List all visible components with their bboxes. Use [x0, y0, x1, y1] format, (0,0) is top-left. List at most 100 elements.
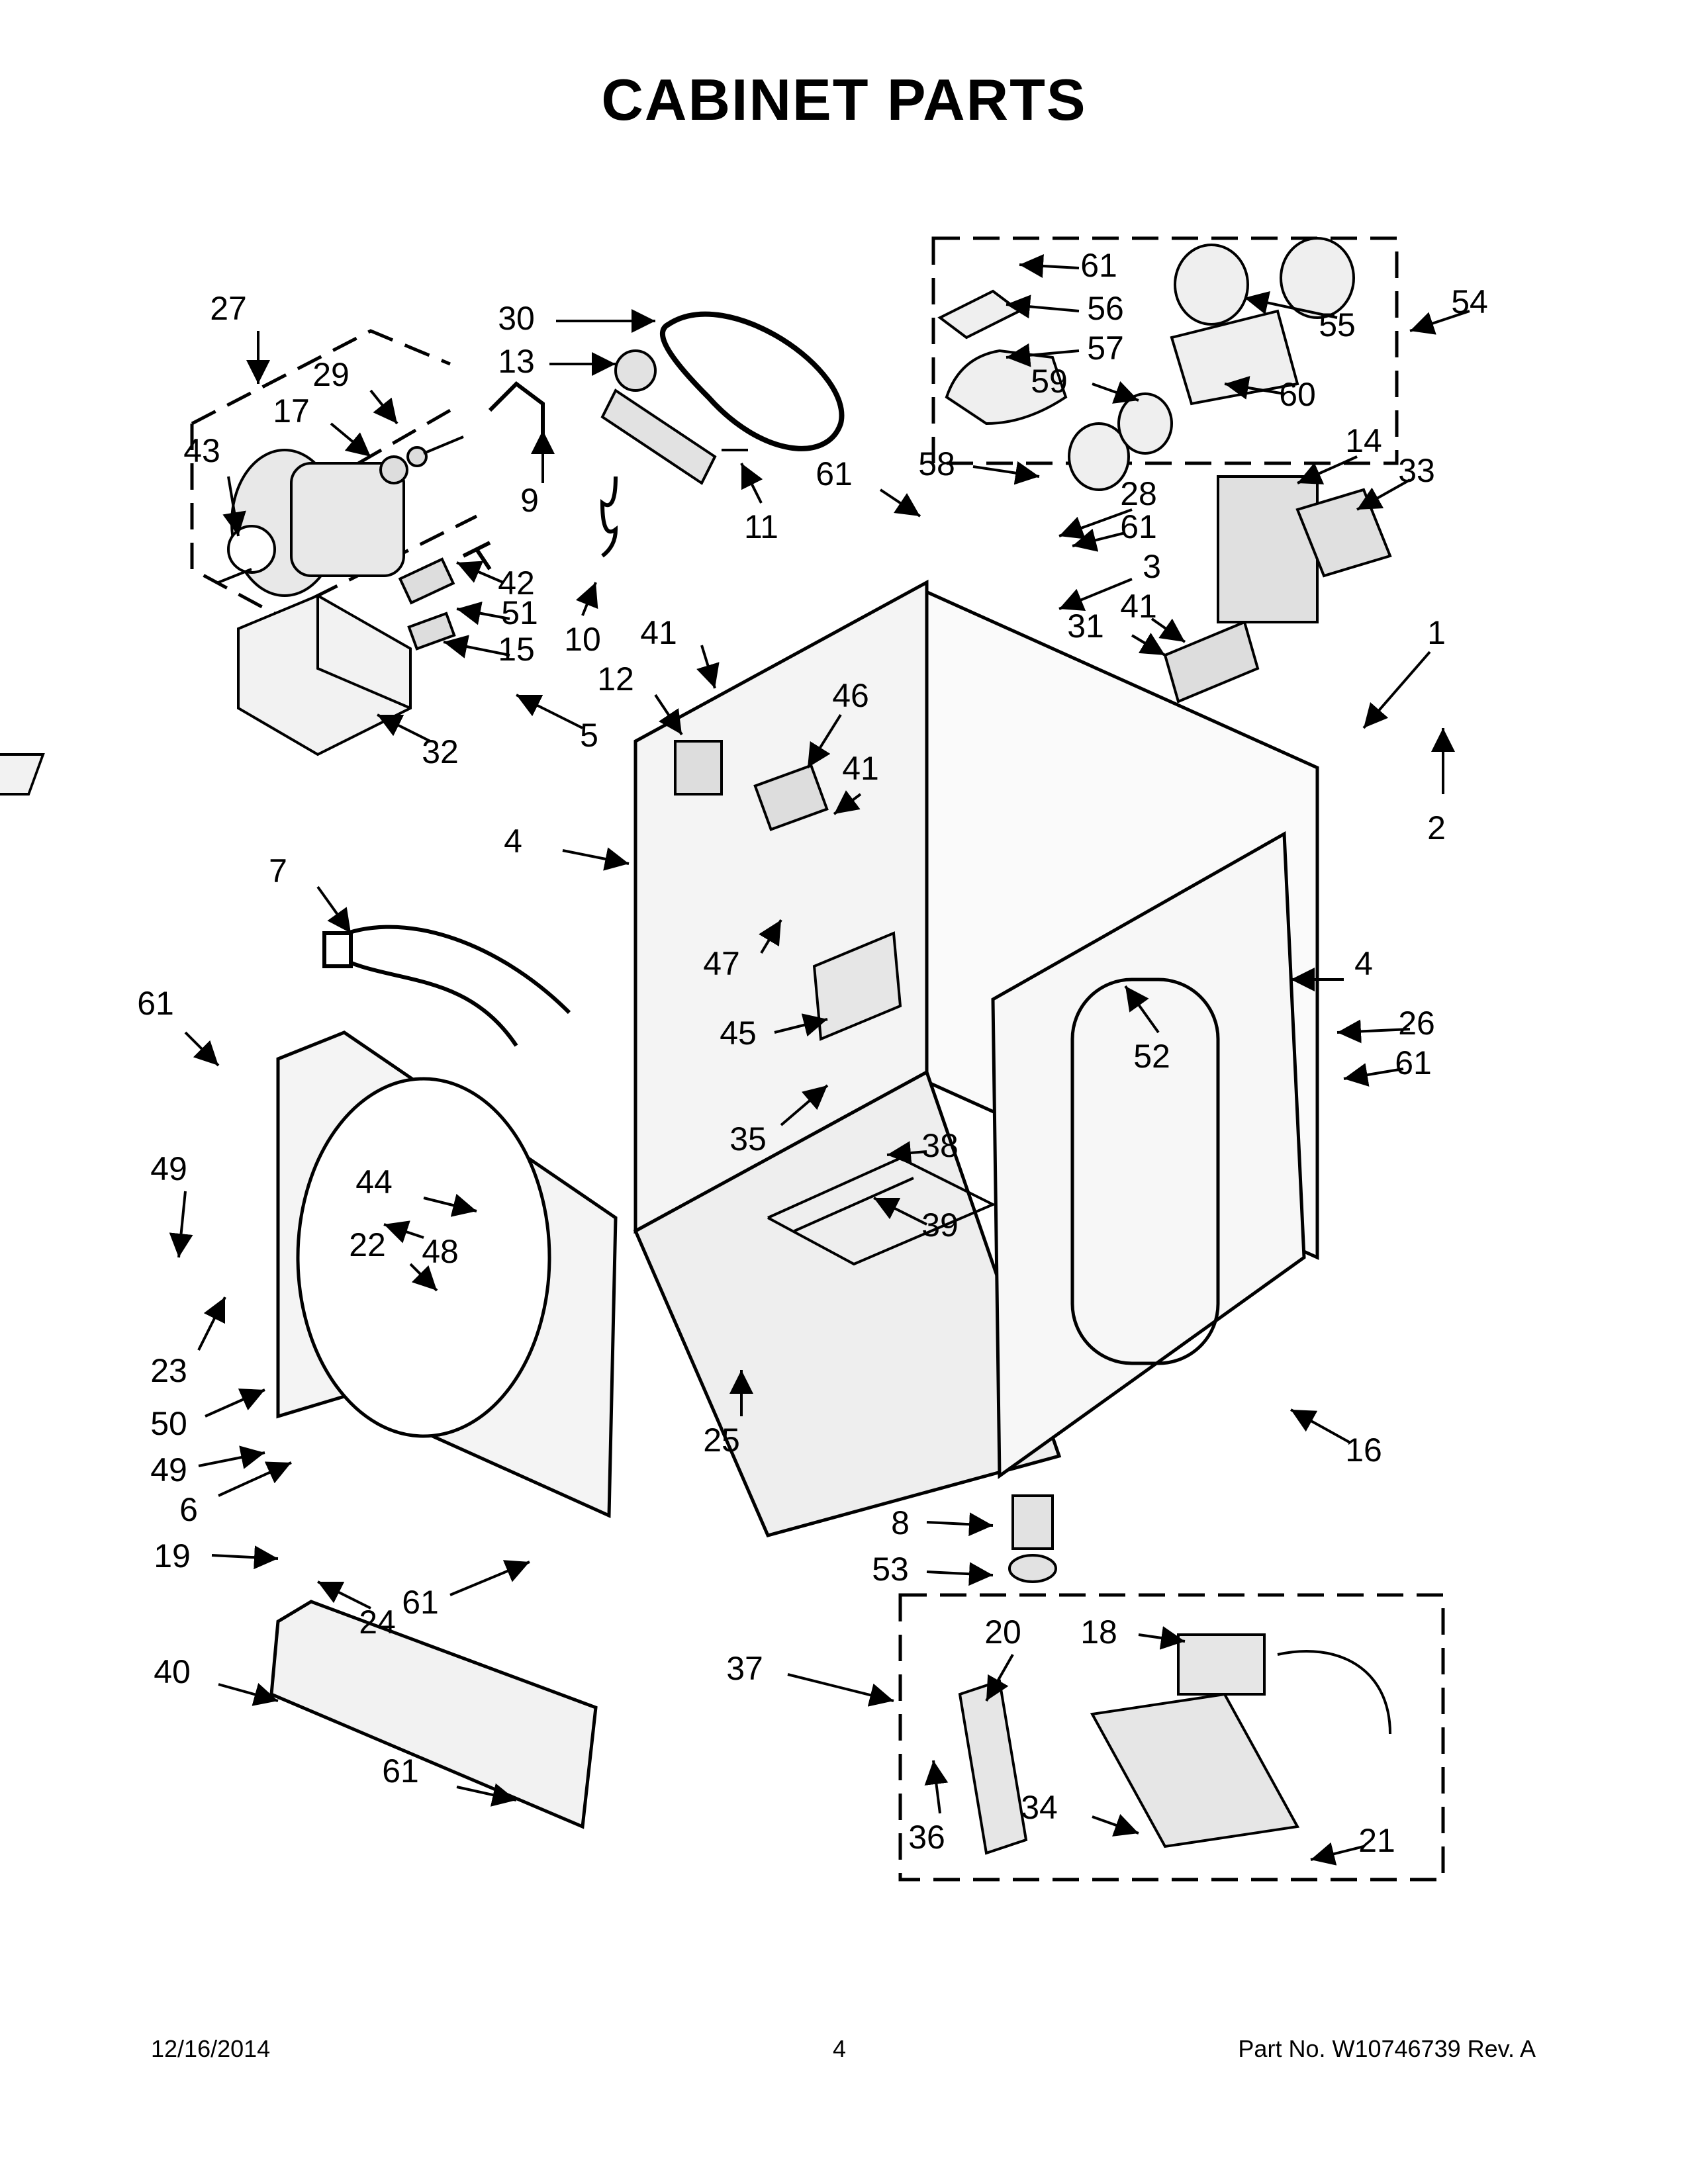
callout-arrow-52 — [1124, 985, 1160, 1034]
duct-group-box — [931, 236, 1399, 465]
callout-arrow-5 — [516, 694, 583, 729]
callout-arrow-14 — [1297, 455, 1358, 484]
callout-label-34: 34 — [1021, 1789, 1058, 1826]
callout-label-45: 45 — [720, 1015, 757, 1052]
callout-arrow-41 — [1150, 617, 1186, 643]
callout-arrow-61 — [456, 1783, 517, 1807]
callout-label-6: 6 — [179, 1491, 198, 1528]
callout-arrow-55 — [1244, 291, 1338, 319]
callout-label-51: 51 — [501, 594, 538, 631]
callout-arrow-44 — [423, 1193, 477, 1217]
callout-label-3: 3 — [1143, 548, 1161, 585]
callout-arrow-1 — [1362, 651, 1431, 729]
control-module-icon — [958, 1633, 1391, 1855]
callout-label-54: 54 — [1451, 283, 1488, 320]
callout-label-48: 48 — [422, 1233, 459, 1270]
callout-arrow-39 — [873, 1197, 927, 1226]
callout-label-41: 41 — [842, 750, 879, 787]
callout-arrow-10 — [575, 582, 598, 616]
callout-label-20: 20 — [984, 1614, 1021, 1651]
callout-arrow-35 — [780, 1084, 829, 1126]
callout-arrow-29 — [369, 389, 399, 425]
callout-label-4: 4 — [504, 823, 522, 860]
callout-label-22: 22 — [349, 1226, 386, 1263]
callout-arrow-41 — [696, 645, 720, 689]
front-panel — [276, 1030, 618, 1518]
callout-label-43: 43 — [183, 432, 220, 469]
callout-arrow-12 — [654, 694, 683, 736]
callout-label-61: 61 — [1120, 508, 1157, 545]
callout-arrow-49 — [169, 1191, 193, 1258]
callout-label-58: 58 — [918, 445, 955, 482]
callout-arrow-33 — [1356, 478, 1411, 511]
callout-arrow-49 — [198, 1445, 265, 1469]
callout-label-29: 29 — [312, 356, 350, 393]
callout-layer: 1234456789101112131415161718192021222324… — [137, 247, 1488, 1866]
idler-pulley-icon — [600, 349, 748, 485]
footer-date: 12/16/2014 — [151, 2035, 271, 2062]
cabinet-right-side — [991, 831, 1306, 1479]
callout-label-23: 23 — [150, 1352, 187, 1389]
wire-harness-icon — [322, 925, 571, 1047]
callout-arrow-23 — [197, 1297, 226, 1351]
callout-label-52: 52 — [1133, 1038, 1170, 1075]
callout-label-27: 27 — [210, 290, 247, 327]
callout-label-55: 55 — [1319, 306, 1356, 343]
callout-arrow-50 — [205, 1388, 265, 1418]
callout-arrow-61 — [1343, 1063, 1404, 1087]
callout-arrow-38 — [886, 1141, 927, 1165]
leveling-leg-icon — [1008, 1494, 1057, 1583]
callout-label-33: 33 — [1398, 452, 1435, 489]
callout-label-38: 38 — [921, 1127, 959, 1164]
callout-label-47: 47 — [703, 945, 740, 982]
callout-arrow-42 — [456, 561, 504, 584]
callout-label-32: 32 — [422, 733, 459, 770]
callout-arrow-41 — [833, 790, 862, 815]
callout-label-2: 2 — [1427, 809, 1446, 846]
callout-label-14: 14 — [1345, 422, 1382, 459]
callout-arrow-20 — [985, 1654, 1014, 1702]
callout-label-7: 7 — [269, 852, 287, 889]
callout-arrow-40 — [218, 1683, 279, 1706]
callout-label-57: 57 — [1087, 330, 1124, 367]
callout-label-10: 10 — [564, 621, 601, 658]
spring-icon — [600, 476, 618, 558]
page-title: CABINET PARTS — [601, 67, 1087, 132]
callout-arrow-43 — [222, 476, 246, 537]
callout-label-60: 60 — [1279, 376, 1316, 413]
callout-arrow-26 — [1336, 1019, 1411, 1044]
cabinet-base — [633, 1069, 1062, 1537]
callout-label-16: 16 — [1345, 1432, 1382, 1469]
callout-arrow-53 — [926, 1562, 994, 1586]
callout-label-13: 13 — [498, 343, 535, 380]
callout-label-42: 42 — [498, 565, 535, 602]
callout-arrow-19 — [211, 1545, 279, 1570]
callout-label-36: 36 — [908, 1819, 945, 1856]
callout-arrow-58 — [972, 461, 1040, 485]
callout-arrow-46 — [806, 713, 842, 769]
callout-label-30: 30 — [498, 300, 535, 337]
motor-icon — [218, 449, 405, 597]
callout-label-56: 56 — [1087, 290, 1124, 327]
callout-label-39: 39 — [921, 1206, 959, 1244]
callout-arrow-7 — [316, 886, 352, 934]
callout-label-49: 49 — [150, 1150, 187, 1187]
callout-label-35: 35 — [729, 1120, 767, 1158]
callout-label-46: 46 — [832, 677, 869, 714]
callout-arrow-36 — [924, 1760, 949, 1814]
callout-label-15: 15 — [498, 631, 535, 668]
thermostat-bracket-icon — [1217, 475, 1392, 623]
callout-label-61: 61 — [1080, 247, 1117, 284]
bracket-clip-icon — [488, 381, 545, 437]
callout-label-41: 41 — [640, 614, 677, 651]
toe-panel — [269, 1600, 598, 1829]
callout-label-28: 28 — [1120, 475, 1157, 512]
callout-label-8: 8 — [891, 1504, 910, 1541]
callout-label-5: 5 — [580, 717, 598, 754]
callout-arrow-18 — [1138, 1626, 1186, 1650]
callout-arrow-56 — [1006, 295, 1080, 319]
callout-label-21: 21 — [1358, 1822, 1395, 1859]
callout-arrow-31 — [1131, 633, 1166, 657]
callout-arrow-47 — [759, 919, 782, 954]
